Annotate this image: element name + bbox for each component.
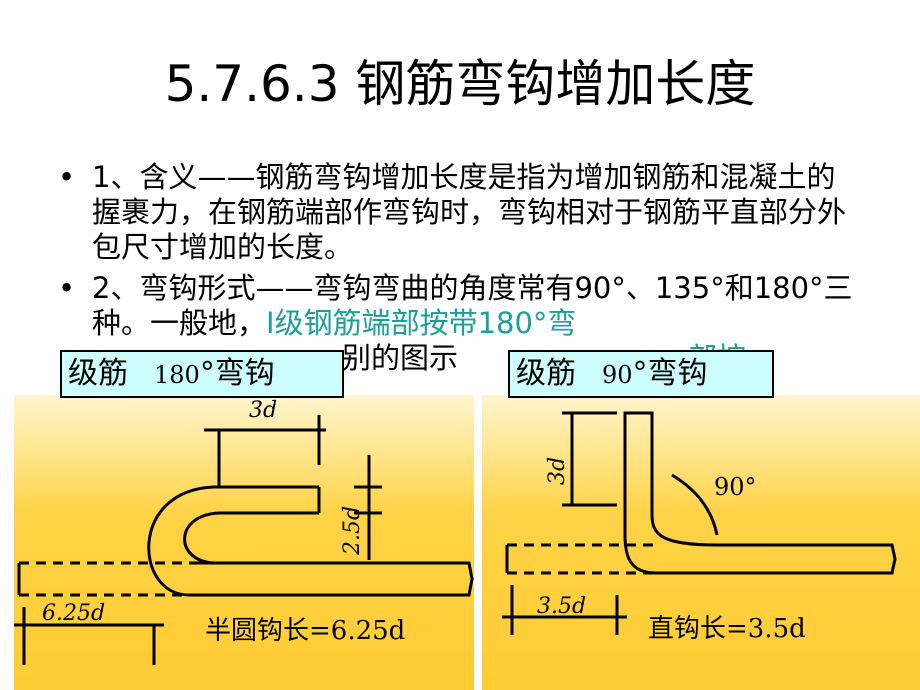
dim-top-3d: 3d bbox=[249, 398, 277, 423]
hook-90-diagram: 3d 90° 3.5d bbox=[502, 411, 897, 635]
bullet-item-hook-forms: • 2、弯钩形式——弯钩弯曲的角度常有90°、135°和180°三种。一般地，Ⅰ… bbox=[58, 271, 858, 376]
label-180-hook: 级筋 180°弯钩 bbox=[60, 350, 344, 398]
figure-180-hook: 3d 2.5d 6.25d bbox=[14, 395, 474, 690]
label-suffix: °弯钩 bbox=[632, 356, 708, 391]
bullet-text-partial: 别的图示 bbox=[342, 341, 459, 375]
label-suffix: °弯钩 bbox=[199, 356, 275, 391]
bullet-text: 1、含义——钢筋弯钩增加长度是指为增加钢筋和混凝土的握裹力，在钢筋端部作弯钩时，… bbox=[92, 160, 847, 264]
caption-180-hook-length: 半圆钩长=6.25d bbox=[205, 616, 406, 646]
label-90-hook: 级筋 90°弯钩 bbox=[508, 350, 774, 398]
bullet-dot: • bbox=[58, 160, 76, 194]
bullet-text: 2、弯钩形式——弯钩弯曲的角度常有90°、135°和180°三种。一般地， bbox=[92, 271, 853, 340]
bullet-highlight: Ⅰ级钢筋端部按带180°弯 bbox=[266, 306, 577, 340]
bullet-list: • 1、含义——钢筋弯钩增加长度是指为增加钢筋和混凝土的握裹力，在钢筋端部作弯钩… bbox=[58, 160, 858, 376]
bullet-dot: • bbox=[58, 271, 76, 305]
caption-90-hook-length: 直钩长=3.5d bbox=[648, 614, 806, 644]
dim-bottom-3-5d: 3.5d bbox=[537, 594, 586, 619]
label-text: 级筋 bbox=[516, 356, 576, 391]
figure-90-hook: 3d 90° 3.5d bbox=[482, 395, 920, 690]
bullet-item-meaning: • 1、含义——钢筋弯钩增加长度是指为增加钢筋和混凝土的握裹力，在钢筋端部作弯钩… bbox=[58, 160, 858, 265]
dim-bottom-6-25d: 6.25d bbox=[42, 601, 105, 626]
dim-side-3d: 3d bbox=[545, 457, 570, 485]
hook-180-diagram: 3d 2.5d 6.25d bbox=[14, 398, 474, 665]
dim-side-2-5d: 2.5d bbox=[340, 506, 365, 556]
label-number: 180 bbox=[154, 361, 200, 389]
label-text: 级筋 bbox=[68, 356, 128, 391]
slide-title: 5.7.6.3 钢筋弯钩增加长度 bbox=[164, 55, 756, 113]
label-number: 90 bbox=[602, 361, 633, 389]
angle-90: 90° bbox=[714, 473, 757, 501]
